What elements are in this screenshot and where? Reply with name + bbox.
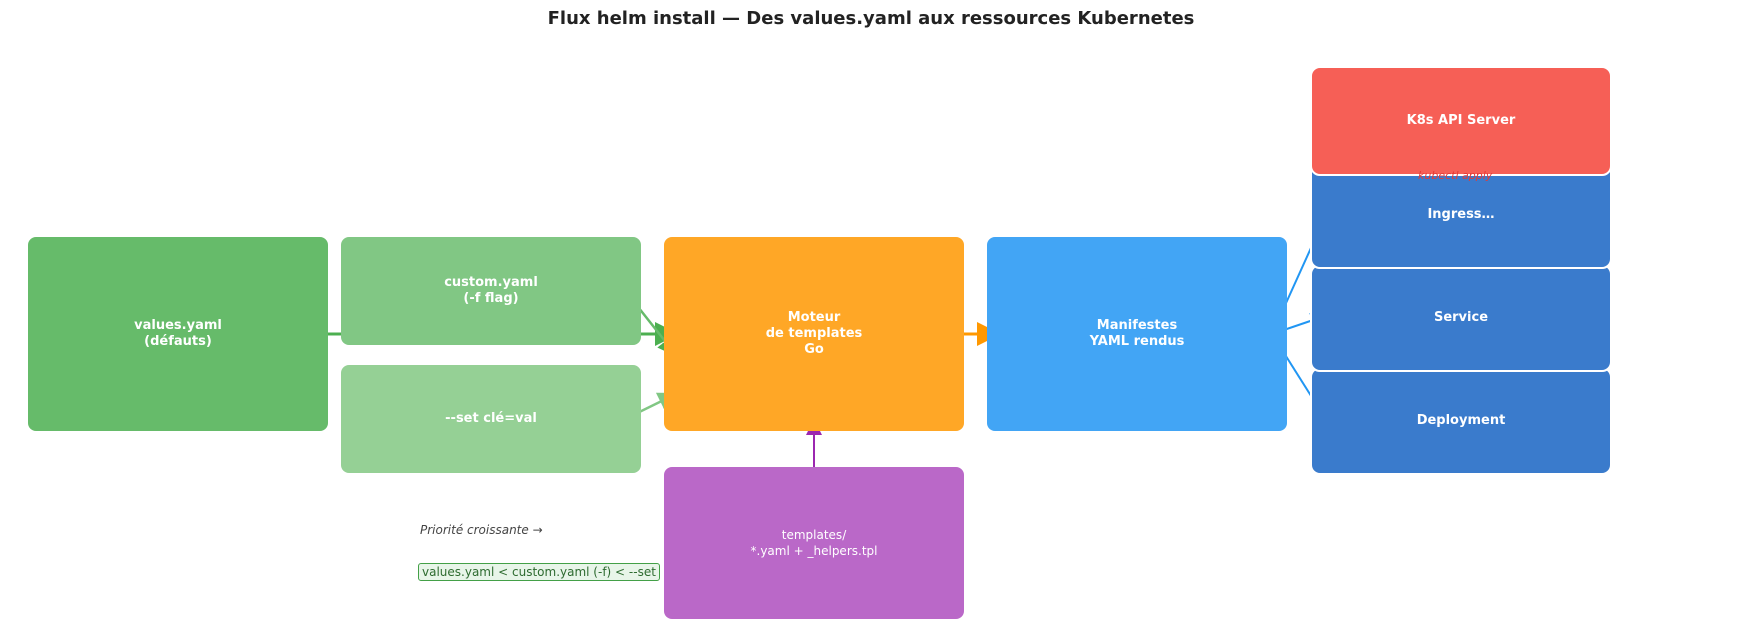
node-custom-yaml: custom.yaml (-f flag) [341, 237, 641, 345]
node-k8s-api-server: K8s API Server [1310, 66, 1612, 176]
node-service: Service [1310, 264, 1612, 372]
diagram-title: Flux helm install — Des values.yaml aux … [547, 8, 1195, 29]
node-templates-dir: templates/ *.yaml + _helpers.tpl [664, 467, 964, 619]
node-values-yaml: values.yaml (défauts) [28, 237, 328, 431]
priority-note: Priorité croissante → [420, 523, 543, 537]
api-edge-label: kubectl apply [1418, 169, 1493, 182]
priority-order-legend: values.yaml < custom.yaml (-f) < --set [418, 563, 660, 581]
node-template-engine: Moteur de templates Go [664, 237, 964, 431]
node-set-flag: --set clé=val [341, 365, 641, 473]
node-deployment: Deployment [1310, 367, 1612, 475]
node-rendered-manifests: Manifestes YAML rendus [987, 237, 1287, 431]
